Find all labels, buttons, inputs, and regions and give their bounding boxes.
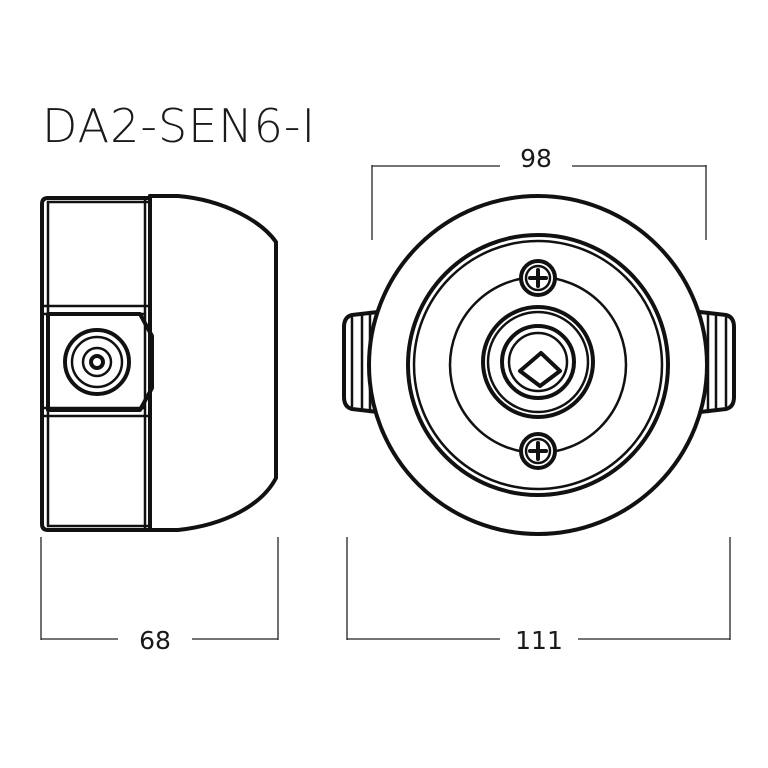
dimension-front-overall-width: 111 [346,537,731,655]
side-view-center-band [40,304,152,418]
front-view-outer-ring [367,194,709,536]
side-view-body-outline [40,194,278,532]
side-view-hex-boss [46,312,154,412]
dimension-side-depth: 68 [40,537,279,655]
side-view [40,194,278,532]
front-view [342,194,736,536]
product-code-title: DA2-SEN6-I [42,99,316,153]
dimension-label-111: 111 [515,626,563,655]
front-view-face-plate-inner [412,239,664,491]
sensor-lens-icon [63,328,131,396]
dimension-front-inner-width: 98 [371,144,707,240]
front-view-face-plate-outer [406,233,670,497]
phillips-screw-icon [519,432,557,470]
phillips-screw-icon [519,259,557,297]
dimension-label-68: 68 [139,626,171,655]
front-view-sensor-icon [481,305,595,419]
dimension-label-98: 98 [520,144,552,173]
